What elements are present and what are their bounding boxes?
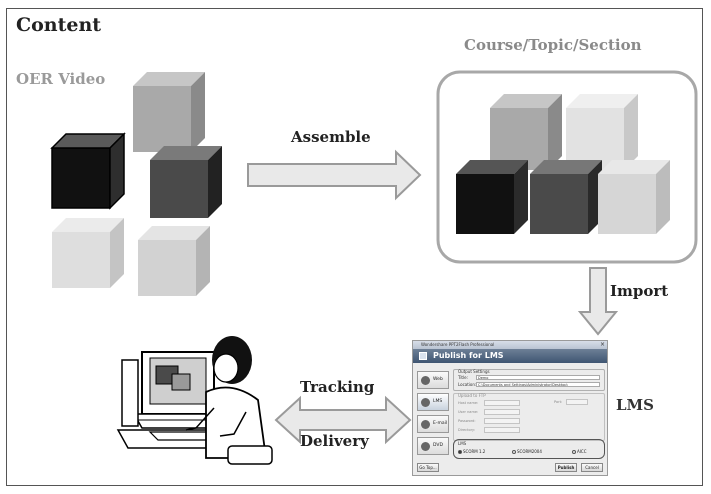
lms-label: LMS (616, 396, 654, 414)
email-icon (421, 420, 430, 429)
import-label: Import (610, 282, 669, 300)
ftp-row: Host name: (458, 400, 520, 406)
go-top-button[interactable]: Go Top... (417, 463, 439, 472)
ftp-row-label: Directory: (458, 428, 476, 432)
publish-icon (419, 352, 427, 360)
ftp-row: Directory: (458, 427, 520, 433)
password-field[interactable] (484, 418, 520, 424)
delivery-label: Delivery (300, 432, 369, 450)
cube-light-gray-1 (52, 218, 124, 288)
host-field[interactable] (484, 400, 520, 406)
globe-icon (421, 376, 430, 385)
course-cube-black (456, 160, 528, 234)
radio-icon (572, 450, 576, 454)
directory-field[interactable] (484, 427, 520, 433)
tracking-delivery-arrow (274, 395, 412, 445)
person-at-computer-illustration (116, 336, 273, 465)
dialog-title: Wondershare PPT2Flash Professional (421, 342, 495, 347)
dialog-titlebar: Wondershare PPT2Flash Professional × (413, 341, 607, 349)
cancel-button[interactable]: Cancel (581, 463, 603, 472)
side-button-label: LMS (433, 399, 443, 404)
side-button-dvd[interactable]: DVD (417, 437, 449, 455)
lms-publish-dialog: Wondershare PPT2Flash Professional × Pub… (412, 340, 608, 476)
assemble-label: Assemble (291, 128, 371, 146)
radio-label: AICC (577, 449, 587, 454)
radio-icon (512, 450, 516, 454)
ftp-row: Password: (458, 418, 520, 424)
ftp-row-label: User name: (458, 410, 479, 414)
content-title: Content (16, 14, 102, 36)
side-button-label: Web (433, 377, 443, 382)
dialog-header-title: Publish for LMS (433, 351, 504, 360)
radio-label: SCORM2004 (517, 449, 542, 454)
output-settings-group: Output Settings Title: Demo Location: C:… (453, 369, 605, 391)
course-cube-light-top (566, 94, 638, 170)
title-label: Title: (458, 375, 468, 380)
publish-button[interactable]: Publish (555, 463, 577, 472)
side-button-label: DVD (433, 443, 443, 448)
radio-label: SCORM 1.2 (463, 449, 486, 454)
side-button-email[interactable]: E-mail (417, 415, 449, 433)
side-button-label: E-mail (433, 421, 448, 426)
close-icon[interactable]: × (599, 341, 605, 348)
ftp-row: User name: (458, 409, 520, 415)
side-button-lms[interactable]: LMS (417, 393, 449, 411)
ftp-row-label: Host name: (458, 401, 479, 405)
port-field[interactable] (566, 399, 588, 405)
lms-group-label: LMS (458, 441, 467, 446)
output-settings-label: Output Settings (458, 369, 490, 374)
upload-ftp-checkbox-label[interactable]: Upload to FTP (458, 393, 486, 398)
ftp-group: Upload to FTP Host name: User name: Pass… (453, 393, 605, 441)
course-topic-section-label: Course/Topic/Section (464, 36, 642, 54)
user-field[interactable] (484, 409, 520, 415)
title-field[interactable]: Demo (476, 375, 600, 380)
location-label: Location: (458, 382, 477, 387)
tracking-label: Tracking (300, 378, 375, 396)
cube-black (50, 132, 126, 210)
cube-mid-gray (133, 72, 205, 152)
lms-standard-group: LMS SCORM 1.2 SCORM2004 AICC (453, 439, 605, 459)
course-cube-light-gray (598, 160, 670, 234)
disc-icon (421, 442, 430, 451)
radio-icon (458, 450, 462, 454)
scorm2004-radio[interactable]: SCORM2004 (512, 449, 542, 454)
ftp-row-label: Password: (458, 419, 476, 423)
location-field[interactable]: C:\Documents and Settings\Administrator\… (476, 382, 600, 387)
aicc-radio[interactable]: AICC (572, 449, 587, 454)
cube-light-gray-2 (138, 226, 210, 296)
scorm12-radio[interactable]: SCORM 1.2 (458, 449, 485, 454)
cube-dark-gray (150, 146, 222, 218)
side-button-web[interactable]: Web (417, 371, 449, 389)
oer-video-label: OER Video (16, 70, 106, 88)
course-cube-dark-gray (530, 160, 602, 234)
lms-icon (421, 398, 430, 407)
import-arrow (577, 267, 619, 336)
port-label: Port: (554, 400, 563, 404)
course-cube-mid-gray (490, 94, 562, 170)
dialog-header: Publish for LMS (413, 349, 607, 363)
assemble-arrow (247, 149, 422, 201)
